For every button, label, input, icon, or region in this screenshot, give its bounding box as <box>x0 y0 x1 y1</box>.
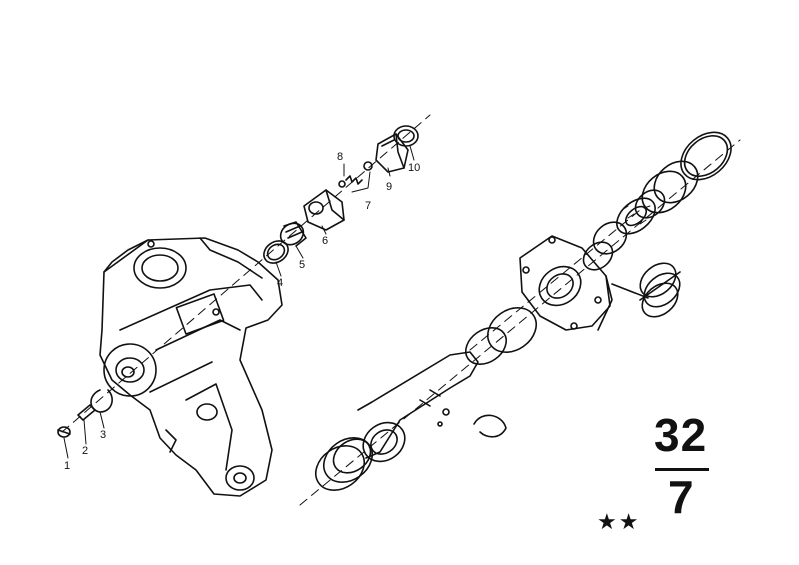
sub-group-number: 7 <box>668 471 694 523</box>
o-ring-large-top <box>680 131 732 181</box>
piston-assembly <box>357 351 479 463</box>
washer-rings <box>582 221 628 271</box>
callout-9: 9 <box>386 181 392 193</box>
fraction-bar <box>655 468 709 471</box>
seal-rings-upper <box>634 160 699 219</box>
double-star-icon: ★★ <box>597 510 641 535</box>
part-1-cap <box>57 426 71 438</box>
snap-ring <box>473 414 507 438</box>
callout-2: 2 <box>82 445 88 457</box>
spring-coil <box>611 262 681 318</box>
group-number: 32 <box>654 409 708 461</box>
part-6-adjuster <box>303 189 345 231</box>
part-9-plug <box>375 133 409 173</box>
steering-box-housing <box>99 237 283 497</box>
callout-7: 7 <box>365 200 371 212</box>
part-7-spring-ball <box>338 161 373 188</box>
callout-8: 8 <box>337 151 343 163</box>
callout-4: 4 <box>277 277 283 289</box>
callout-6: 6 <box>322 235 328 247</box>
assembly-axis-lines <box>61 114 741 506</box>
thrust-bearing <box>616 197 656 235</box>
leader-lines <box>63 145 415 459</box>
callout-5: 5 <box>299 259 305 271</box>
piston-seal-rings <box>315 437 373 491</box>
callout-10: 10 <box>408 162 420 174</box>
part-3-clip <box>90 389 113 413</box>
callout-labels: 1 2 3 4 5 6 7 8 9 10 <box>64 151 420 472</box>
callout-1: 1 <box>64 460 70 472</box>
end-cover <box>519 235 613 331</box>
part-10-seal <box>393 125 419 147</box>
callout-3: 3 <box>100 429 106 441</box>
seal-ring-mid <box>464 307 537 365</box>
part-5-bushing <box>279 221 307 247</box>
